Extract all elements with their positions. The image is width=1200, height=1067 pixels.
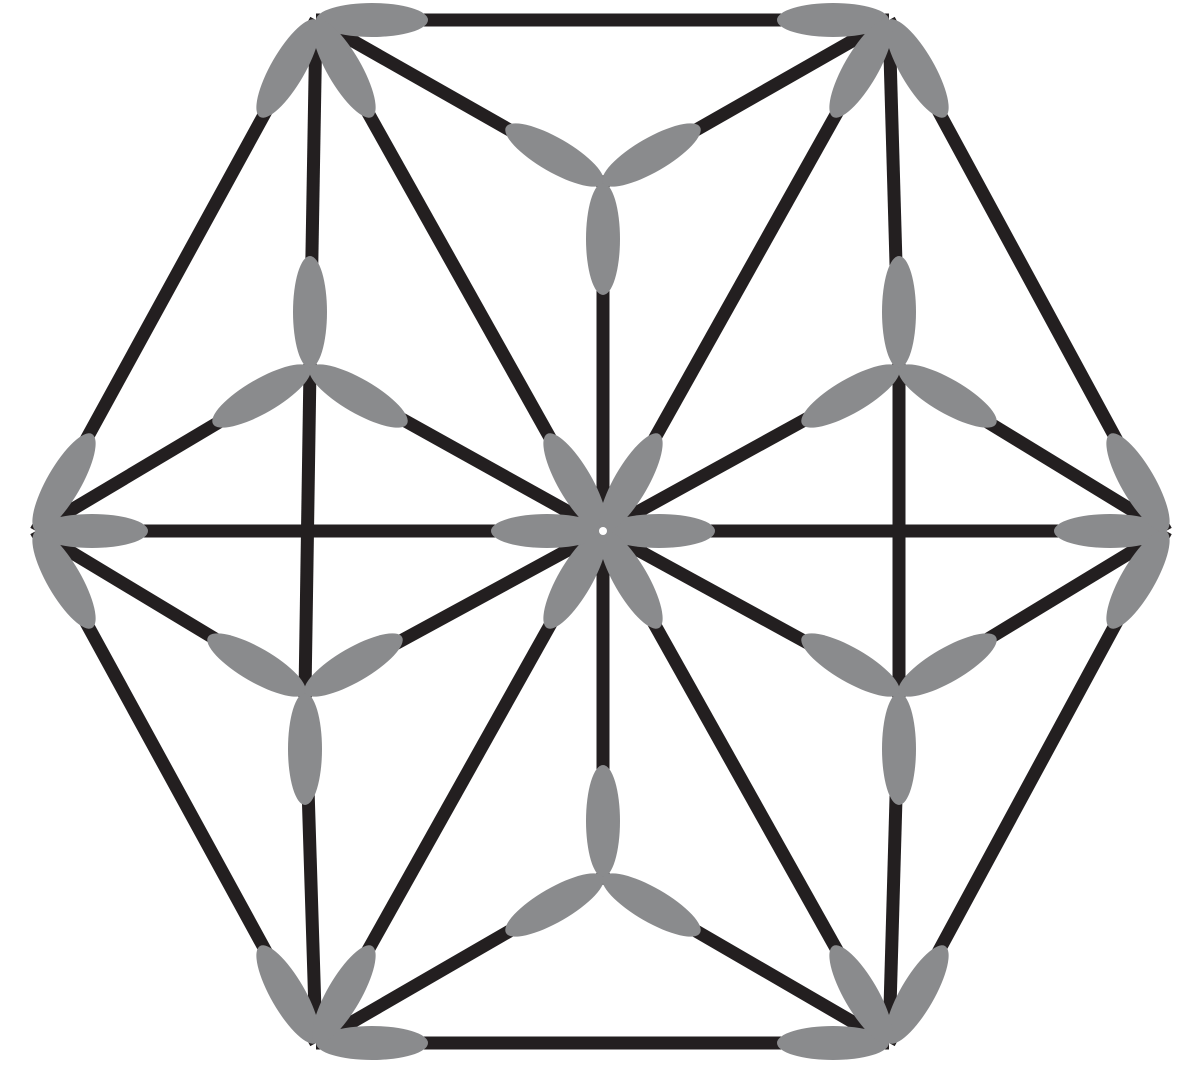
petal-inner-upper-right-0 [882, 256, 916, 368]
petal-inner-bottom-0 [586, 765, 620, 877]
petal-inner-lower-left-0 [288, 693, 322, 805]
petal-inner-upper-left-0 [293, 256, 327, 368]
petal-inner-lower-right-0 [882, 693, 916, 805]
centers-layer [599, 527, 607, 535]
center-dot [599, 527, 607, 535]
edge-inner-upper-left-to-inner-lower-left [305, 368, 310, 693]
petal-inner-top-0 [586, 183, 620, 295]
